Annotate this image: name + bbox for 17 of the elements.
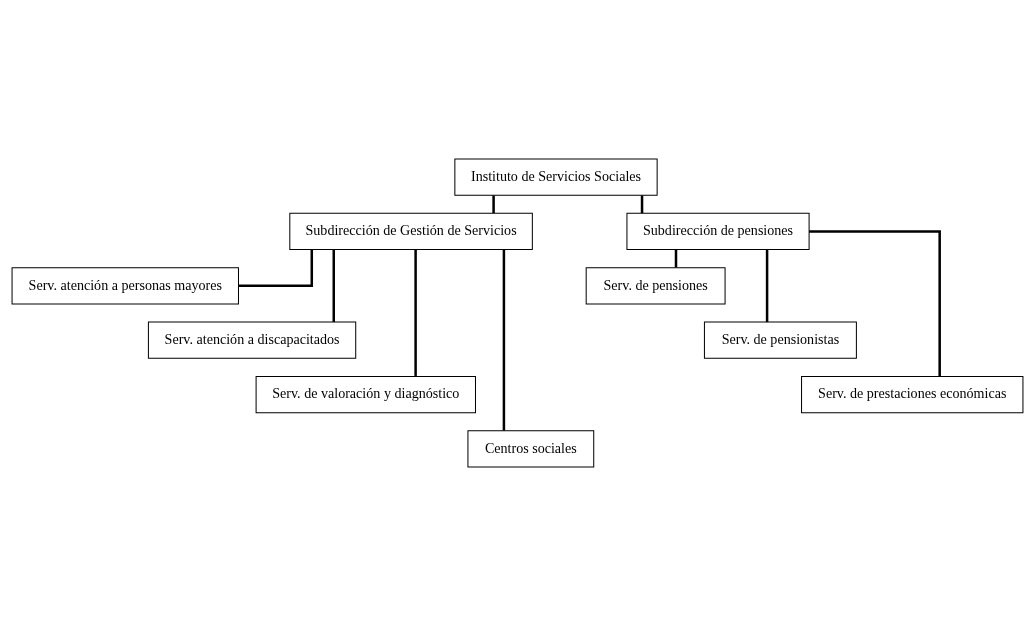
- node-box: Subdirección de Gestión de Servicios: [289, 212, 533, 250]
- node-box: Serv. de prestaciones económicas: [801, 375, 1024, 413]
- node-box: Serv. de pensionistas: [703, 321, 857, 359]
- connector: [332, 249, 335, 322]
- connector: [809, 229, 941, 376]
- node-box: Instituto de Servicios Sociales: [454, 158, 658, 196]
- node-box: Subdirección de pensiones: [626, 212, 810, 250]
- node-box: Serv. de valoración y diagnóstico: [255, 375, 476, 413]
- node-box: Serv. atención a discapacitados: [147, 321, 357, 359]
- connector: [502, 249, 506, 431]
- node-box: Serv. atención a personas mayores: [11, 266, 239, 304]
- connector: [238, 249, 314, 287]
- node-box: Centros sociales: [467, 429, 595, 467]
- connector: [765, 249, 769, 322]
- node-box: Serv. de pensiones: [585, 266, 726, 304]
- connector: [492, 195, 495, 213]
- connector: [414, 249, 417, 376]
